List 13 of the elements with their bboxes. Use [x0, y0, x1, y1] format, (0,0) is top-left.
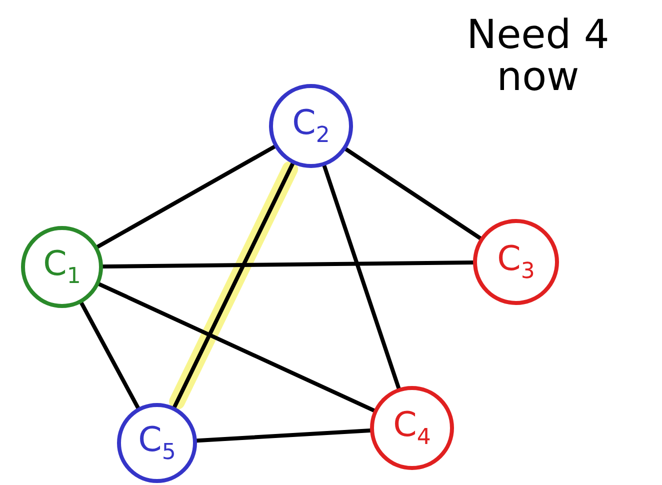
edge-line	[97, 282, 376, 412]
node-label: C$_{3}$	[497, 242, 535, 282]
edge-line	[96, 144, 276, 249]
node-label: C$_{4}$	[393, 408, 431, 448]
note-text: Need 4 now	[466, 14, 610, 98]
node-label: C$_{5}$	[138, 422, 176, 464]
node-label: C$_{1}$	[43, 246, 81, 288]
edge-line	[322, 164, 401, 390]
edge-line	[344, 147, 482, 240]
edge-line	[101, 260, 475, 269]
circle-node	[269, 84, 353, 168]
node-label: C$_{2}$	[292, 106, 330, 146]
edge-line	[194, 428, 372, 443]
